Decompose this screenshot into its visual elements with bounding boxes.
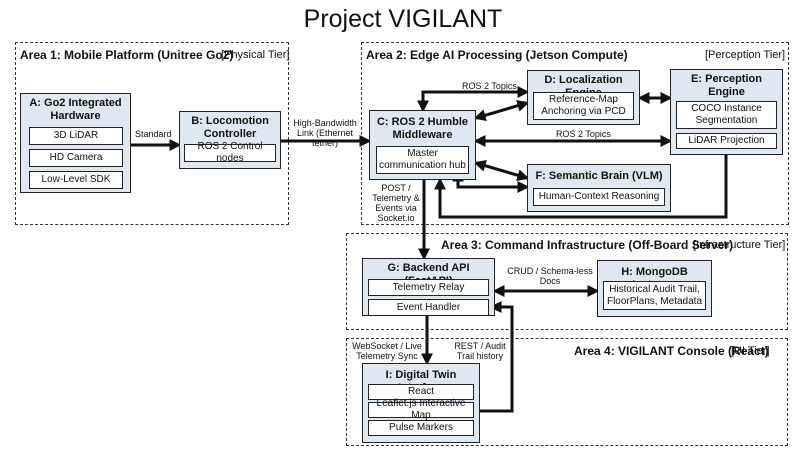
edge-label-ros-topics-2: ROS 2 Topics bbox=[556, 129, 611, 139]
area-2-title: Area 2: Edge AI Processing (Jetson Compu… bbox=[366, 48, 628, 62]
edge-label-post-telemetry: POST / Telemetry & Events via Socket.io bbox=[372, 183, 420, 223]
component-a-item-lidar: 3D LiDAR bbox=[29, 127, 123, 145]
area-3-title: Area 3: Command Infrastructure (Off-Boar… bbox=[441, 238, 734, 252]
component-e-item-lidar-projection: LiDAR Projection bbox=[676, 133, 777, 149]
arrow-c-f-diag bbox=[473, 159, 530, 182]
edge-label-rest: REST / Audit Trail history bbox=[454, 341, 506, 361]
component-e-item-coco: COCO Instance Segmentation bbox=[676, 101, 777, 129]
edge-label-websocket: WebSocket / Live Telemetry Sync bbox=[352, 341, 422, 361]
component-a-item-camera: HD Camera bbox=[29, 149, 123, 167]
component-i-item-pulse-markers: Pulse Markers bbox=[368, 420, 474, 436]
arrow-i-to-g-rest bbox=[480, 301, 514, 413]
area-2-edge-ai bbox=[361, 42, 789, 225]
component-e-title: E: Perception Engine bbox=[691, 73, 762, 98]
component-i-item-react: React bbox=[368, 384, 474, 400]
arrow-c-to-d bbox=[473, 99, 530, 122]
edge-label-standard: Standard bbox=[135, 129, 172, 139]
area-1-title: Area 1: Mobile Platform (Unitree Go2) bbox=[20, 48, 234, 62]
diagram-title: Project VIGILANT bbox=[303, 5, 503, 33]
component-h-item-audit-trail: Historical Audit Trail, FloorPlans, Meta… bbox=[603, 281, 706, 310]
component-g-item-event-handler: Event Handler bbox=[368, 299, 489, 316]
component-g-item-telemetry-relay: Telemetry Relay bbox=[368, 279, 489, 296]
edge-label-ros-topics-1: ROS 2 Topics bbox=[462, 81, 517, 91]
component-f-title: F: Semantic Brain (VLM) bbox=[535, 170, 663, 182]
edge-label-high-bandwidth: High-Bandwidth Link (Ethernet tether) bbox=[293, 118, 357, 148]
area-4-title: Area 4: VIGILANT Console (React) bbox=[574, 344, 769, 358]
component-d-item-anchoring: Reference-Map Anchoring via PCD bbox=[533, 92, 634, 120]
area-1-tier: [Physical Tier] bbox=[221, 49, 290, 61]
component-a-item-sdk: Low-Level SDK bbox=[29, 171, 123, 189]
component-a-title: A: Go2 Integrated Hardware bbox=[29, 97, 122, 122]
edge-label-crud: CRUD / Schema-less Docs bbox=[507, 266, 593, 286]
area-1-mobile-platform bbox=[15, 42, 289, 225]
component-b-title: B: Locomotion Controller bbox=[191, 115, 269, 140]
component-b-item-ros2-control: ROS 2 Control nodes bbox=[184, 141, 276, 164]
area-3-command-infrastructure bbox=[346, 233, 788, 330]
area-3-tier: [Infrastructure Tier] bbox=[693, 239, 786, 251]
area-4-vigilant-console bbox=[346, 338, 788, 446]
component-f-item-reasoning: Human-Context Reasoning bbox=[533, 188, 665, 206]
arrow-c-d-topics bbox=[417, 86, 530, 113]
area-2-tier: [Perception Tier] bbox=[705, 49, 786, 61]
component-i-item-leaflet: Leaflet.js Interactive Map bbox=[368, 398, 474, 421]
component-c-title: C: ROS 2 Humble Middleware bbox=[376, 116, 469, 141]
area-4-tier: [UI Tier] bbox=[731, 345, 770, 357]
component-c-item-hub: Master communication hub bbox=[376, 146, 469, 174]
arrow-e-loop bbox=[434, 155, 728, 219]
